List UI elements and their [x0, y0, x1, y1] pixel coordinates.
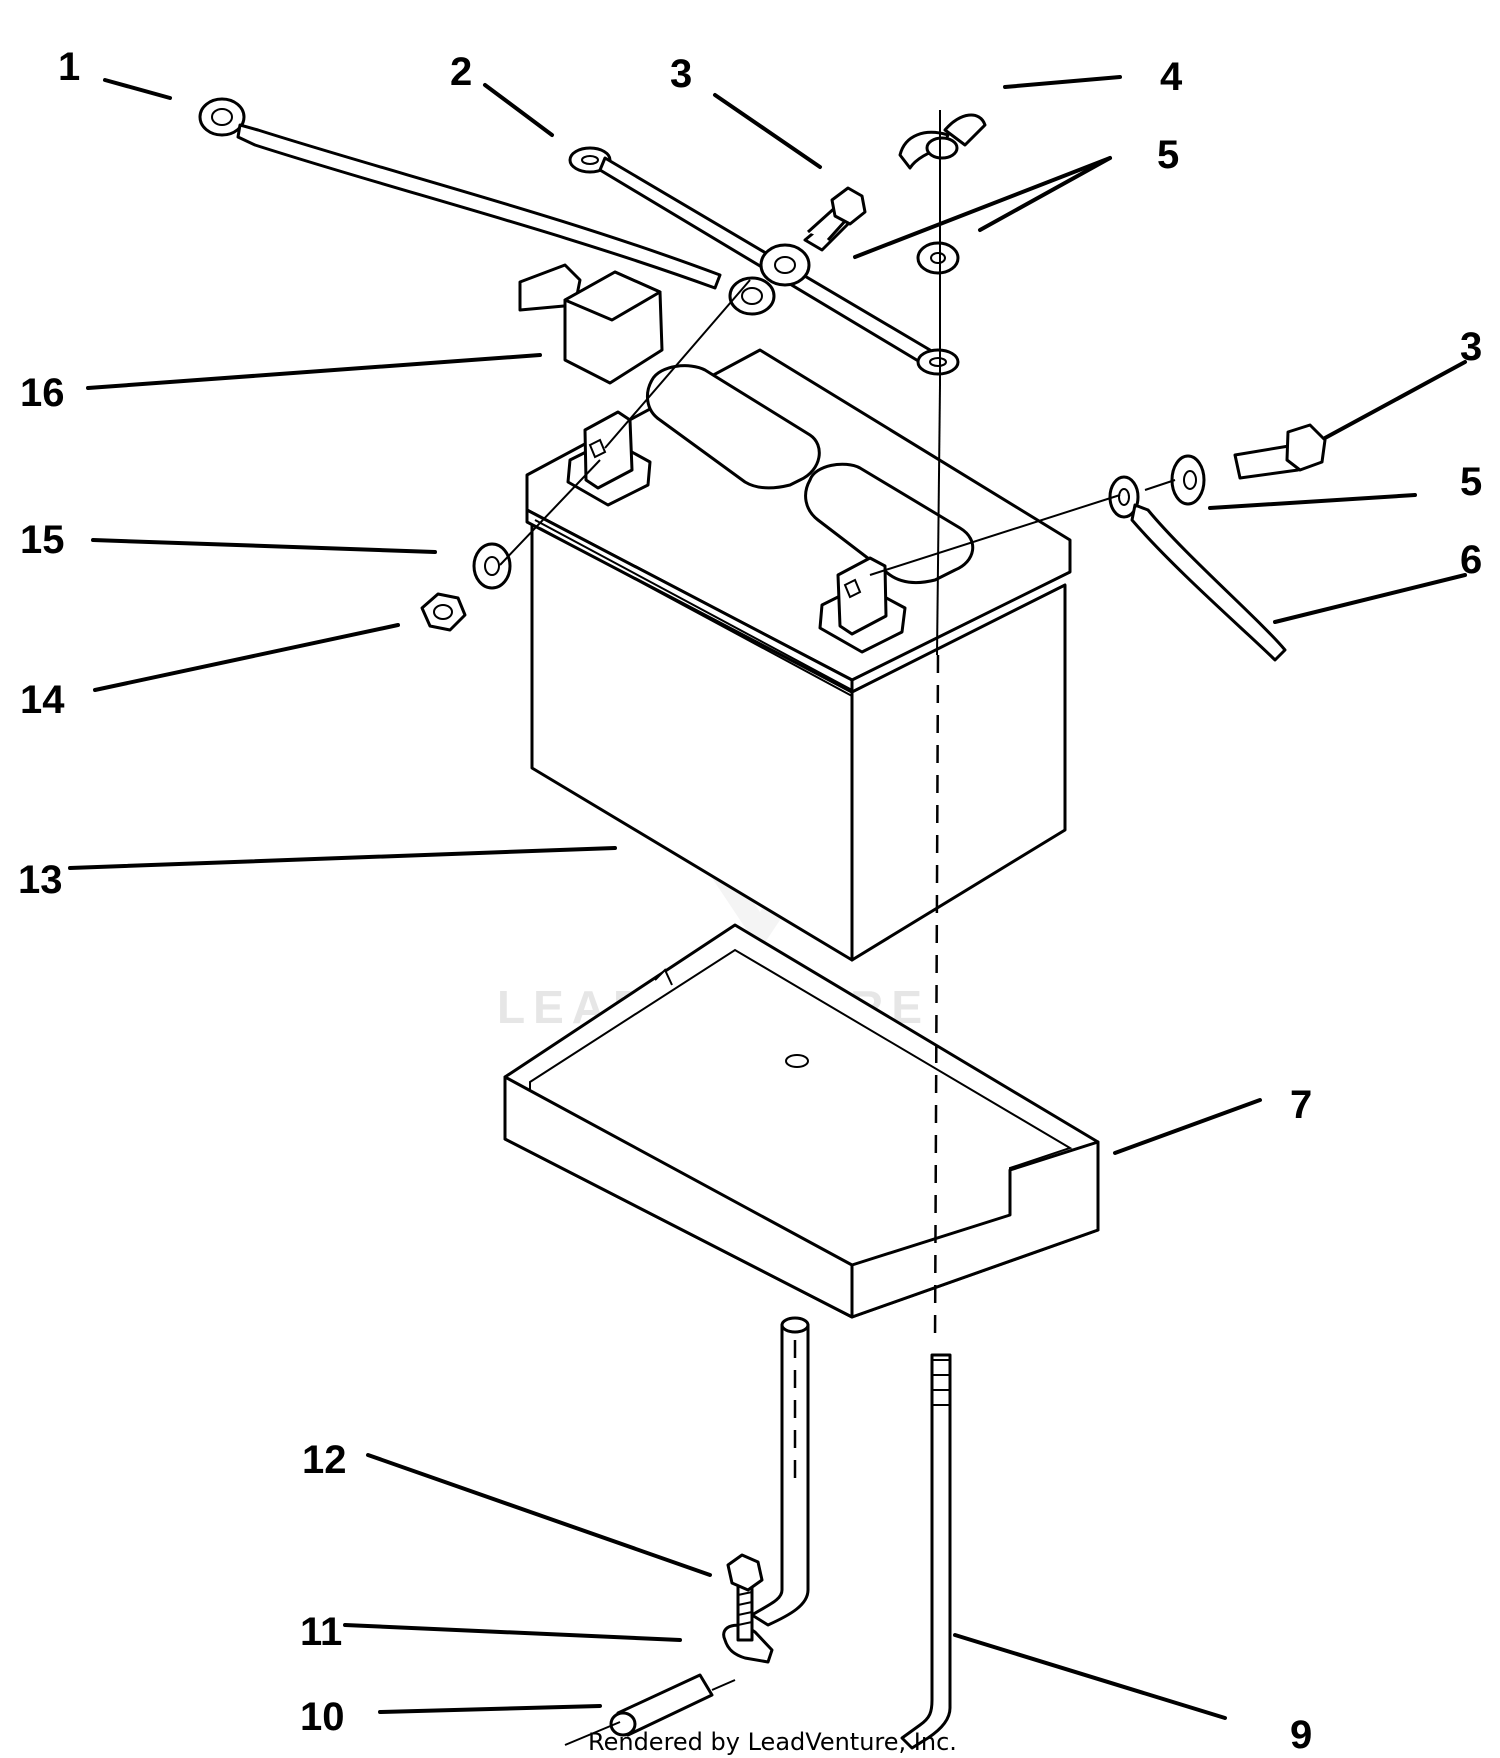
battery-tray — [503, 923, 1100, 1319]
leader-11 — [343, 1623, 682, 1642]
callout-6: 6 — [1460, 538, 1482, 582]
terminal-cover — [518, 263, 664, 385]
leader-1 — [103, 78, 172, 100]
clamp-screw — [726, 1553, 764, 1642]
vent-hose — [609, 1673, 714, 1737]
leader-14 — [93, 623, 400, 692]
leader-5-a — [853, 156, 1112, 259]
terminal-washer-upper — [759, 243, 811, 287]
callout-10: 10 — [300, 1695, 345, 1739]
leader-6 — [1273, 573, 1467, 624]
leader-3-top — [713, 93, 822, 169]
wing-nut — [898, 113, 987, 170]
leader-5-right — [1208, 493, 1417, 510]
callout-9: 9 — [1290, 1713, 1312, 1757]
callout-16: 16 — [20, 371, 65, 415]
callout-15: 15 — [20, 518, 65, 562]
callout-3-right: 3 — [1460, 325, 1482, 369]
assembly-lines — [499, 110, 1176, 1746]
leader-3-right — [1323, 360, 1467, 440]
leader-9 — [953, 1633, 1227, 1720]
callout-3: 3 — [670, 52, 692, 96]
positive-battery-cable — [1108, 475, 1287, 662]
callout-2: 2 — [450, 50, 472, 94]
callout-12: 12 — [302, 1438, 347, 1482]
render-credit: Rendered by LeadVenture, Inc. — [588, 1728, 957, 1756]
terminal-nut — [420, 592, 467, 632]
leader-7 — [1113, 1098, 1262, 1155]
callout-11: 11 — [300, 1610, 342, 1654]
callout-13: 13 — [18, 858, 63, 902]
callout-1: 1 — [58, 45, 80, 89]
battery-positive-terminal — [818, 556, 907, 654]
hold-down-rod — [900, 1353, 952, 1750]
terminal-washer-right — [1170, 454, 1206, 506]
leader-12 — [366, 1453, 712, 1577]
hold-down-washer — [916, 241, 960, 275]
terminal-bolt-right — [1233, 423, 1327, 480]
leader-4 — [1003, 75, 1122, 89]
callout-7: 7 — [1290, 1083, 1312, 1127]
leader-2 — [483, 83, 554, 137]
leader-10 — [378, 1704, 602, 1714]
leader-lines — [68, 75, 1467, 1720]
leader-5-b — [978, 156, 1112, 232]
negative-battery-cable — [198, 97, 776, 316]
leader-16 — [86, 353, 542, 390]
leader-15 — [91, 538, 437, 554]
terminal-bolt-upper — [803, 186, 867, 252]
callout-4: 4 — [1160, 55, 1183, 99]
terminal-washer-left — [472, 542, 512, 590]
leader-13 — [68, 846, 617, 870]
callout-5: 5 — [1157, 133, 1179, 177]
hose-clamp — [722, 1623, 774, 1664]
battery — [525, 348, 1072, 962]
callout-14: 14 — [20, 678, 65, 722]
callout-numbers: 1 2 3 4 5 16 3 5 15 6 14 13 7 12 11 10 9 — [18, 45, 1482, 1757]
callout-5-right: 5 — [1460, 460, 1482, 504]
